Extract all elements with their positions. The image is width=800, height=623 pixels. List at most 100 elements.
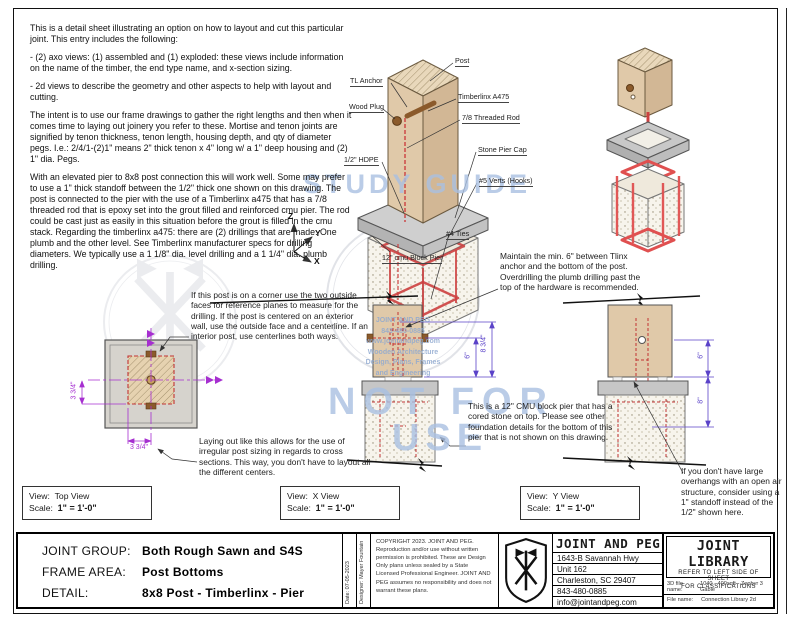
frame-area-value: Post Bottoms: [142, 565, 224, 579]
intro-paragraph: This is a detail sheet illustrating an o…: [30, 23, 344, 44]
company-email: info@jointandpeg.com: [557, 598, 637, 607]
intro-paragraph: With an elevated pier to 8x8 post connec…: [30, 171, 350, 270]
label-threaded-rod: 7/8 Threaded Rod: [462, 113, 520, 124]
joint-library-title: JOINT LIBRARY: [688, 538, 749, 570]
company-address-line: Unit 162: [557, 565, 587, 574]
library-subtitle: REFER TO LEFT SIDE OF SHEET: [678, 570, 759, 582]
scale-label: Scale:: [527, 503, 551, 514]
label-cmu-block-pier: 12" cmu Block Pier: [382, 253, 443, 264]
dim-topview-horizontal: 3 3/4": [129, 444, 149, 451]
y-view-dimensions: [652, 339, 714, 428]
joint-library-block: JOINT LIBRARY REFER TO LEFT SIDE OF SHEE…: [664, 534, 773, 607]
intro-paragraph: - (2) axo views: (1) assembled and (1) e…: [30, 51, 344, 73]
view-label: View:: [287, 491, 308, 501]
view-name: Top View: [54, 491, 90, 501]
file3d-label: 3D file name:: [667, 581, 683, 593]
library-subtitle: FOR CLASSIFICATIONS: [681, 584, 756, 590]
watermark-use: USE: [392, 417, 489, 459]
view-box-top: View: Top View Scale: 1" = 1'-0": [22, 486, 152, 520]
sheet-right-margin-line: [786, 8, 787, 614]
x-view-drawing: [209, 291, 496, 472]
intro-text-block: This is a detail sheet illustrating an o…: [30, 23, 352, 278]
copyright-text: COPYRIGHT 2023. JOINT AND PEG. Reproduct…: [376, 539, 492, 594]
scale-label: Scale:: [287, 503, 311, 514]
stamp-line: and Engineering: [375, 369, 431, 377]
stamp-line: Design, Plans, Frames: [365, 359, 441, 366]
label-stone-pier-cap: Stone Pier Cap: [478, 145, 527, 156]
file-label: File name:: [667, 597, 694, 603]
company-name: JOINT AND PEG: [556, 536, 661, 551]
axis-z-label: Z: [288, 211, 294, 221]
company-logo: [502, 536, 550, 605]
detail-value: 8x8 Post - Timberlinx - Pier: [142, 586, 305, 600]
intro-paragraph: The intent is to use our frame drawings …: [30, 109, 352, 164]
divider: [498, 534, 499, 607]
annotation-corner-layout: If this post is on a corner use the two …: [191, 290, 368, 341]
dim-topview-vertical: 3 3/4": [70, 381, 78, 400]
scale-label: Scale:: [29, 503, 53, 514]
axis-y-label: Y: [315, 228, 321, 238]
view-box-x: View: X View Scale: 1" = 1'-0": [280, 486, 400, 520]
annotation-maintain-min: Maintain the min. 6" between Tlinx ancho…: [500, 251, 641, 292]
divider: [552, 574, 662, 575]
divider: [370, 534, 371, 607]
divider: [356, 534, 357, 607]
divider: [552, 552, 662, 553]
joint-group-value: Both Rough Sawn and S4S: [142, 544, 303, 558]
label-wood-plug: Wood Plug: [349, 102, 385, 113]
joint-group-label: JOINT GROUP:: [42, 544, 131, 558]
annotation-cmu-pier: This is a 12" CMU block pier that has a …: [468, 401, 613, 442]
divider: [552, 596, 662, 597]
file-value: Connection Library 2d: [701, 597, 756, 603]
label-tl-anchor: TL Anchor: [350, 76, 383, 87]
dim-yview-6in: 6": [697, 352, 705, 359]
leader-lines: [157, 62, 684, 474]
divider: [552, 534, 553, 607]
assembled-axo-view: [357, 59, 489, 337]
dim-yview-8in: 8": [697, 397, 705, 404]
annotation-irregular-sizing: Laying out like this allows for the use …: [199, 436, 371, 477]
scale-value: 1" = 1'-0": [315, 503, 355, 514]
view-label: View:: [527, 491, 548, 501]
scale-value: 1" = 1'-0": [555, 503, 595, 514]
intro-paragraph: - 2d views to describe the geometry and …: [30, 80, 332, 102]
company-address-line: 1643-B Savannah Hwy: [557, 554, 639, 563]
divider: [342, 534, 343, 607]
scale-value: 1" = 1'-0": [57, 503, 97, 514]
stamp-line: www.jointandpeg.com: [365, 338, 441, 345]
top-view-drawing: [79, 328, 223, 448]
dim-xview-6in: 6": [464, 352, 472, 359]
date-field: Date: 07-05-2023: [345, 561, 351, 604]
centerline-markers: [147, 330, 223, 384]
stamp-line: Wooden Architecture: [367, 348, 439, 356]
company-address-line: Charleston, SC 29407: [557, 576, 636, 585]
company-phone: 843-480-0885: [557, 587, 607, 596]
label-hdpe: 1/2" HDPE: [344, 155, 379, 166]
frame-area-label: FRAME AREA:: [42, 565, 126, 579]
detail-label: DETAIL:: [42, 586, 89, 600]
watermark-study-guide: STUDY GUIDE: [303, 169, 532, 199]
x-view-dimensions: [400, 321, 496, 378]
watermark-stamp-text: JOINT AND PEG 843-480-0885 www.jointandp…: [343, 316, 463, 379]
view-box-y: View: Y View Scale: 1" = 1'-0": [520, 486, 640, 520]
divider: [662, 534, 664, 607]
label-timberlinx: Timberlinx A475: [458, 92, 510, 103]
label-verts: #5 Verts (Hooks): [479, 176, 533, 187]
divider: [552, 585, 662, 586]
title-block: JOINT GROUP: Both Rough Sawn and S4S FRA…: [16, 532, 775, 609]
divider: [552, 563, 662, 564]
company-block: JOINT AND PEG 1643-B Savannah Hwy Unit 1…: [552, 534, 662, 607]
label-post: Post: [455, 56, 470, 67]
view-name: X View: [312, 491, 340, 501]
designer-field: Designer: Mayer Fountain: [359, 540, 365, 604]
watermark-not-for: NOT FOR: [328, 381, 555, 423]
exploded-axo-view: [606, 47, 690, 253]
axis-x-label: X: [314, 256, 320, 266]
view-name: Y View: [552, 491, 580, 501]
sheet-border: [13, 8, 778, 614]
annotation-overhang-standoff: If you don't have large overhangs with a…: [681, 466, 782, 517]
dim-xview-8-3-4in: 8 3/4": [480, 334, 488, 353]
axis-indicator: [290, 223, 313, 263]
